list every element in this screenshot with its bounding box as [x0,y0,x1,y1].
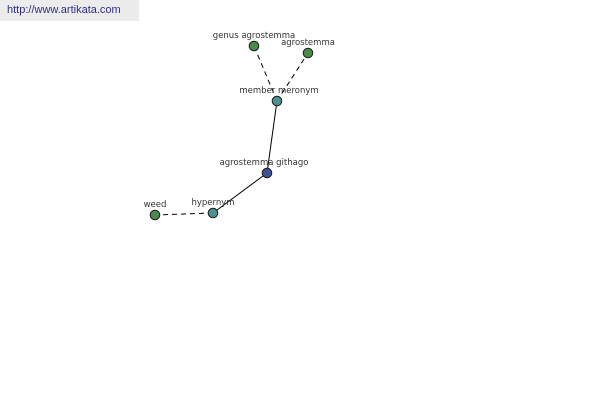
site-url-banner[interactable]: http://www.artikata.com [0,0,139,21]
edge-member-meronym-genus-agrostemma [253,45,278,102]
edge-center-hypernym [212,172,268,214]
graph-edges [154,45,309,216]
label-agrostemma-githago[interactable]: agrostemma githago [220,158,309,168]
node-genus-agrostemma[interactable] [248,40,260,52]
edge-center-member-meronym [266,100,278,174]
node-agrostemma[interactable] [302,47,314,59]
node-hypernym[interactable] [207,207,219,219]
graph-nodes: genus agrostemma agrostemma member meron… [144,31,335,221]
node-member-meronym[interactable] [271,95,283,107]
edge-member-meronym-agrostemma [276,52,309,102]
label-member-meronym[interactable]: member meronym [239,86,318,96]
node-weed[interactable] [149,209,161,221]
label-genus-agrostemma[interactable]: genus agrostemma [213,31,295,41]
label-hypernym[interactable]: hypernym [191,198,234,208]
label-agrostemma[interactable]: agrostemma [281,38,335,48]
edge-hypernym-weed [154,212,214,216]
node-agrostemma-githago[interactable] [261,167,273,179]
label-weed[interactable]: weed [144,200,167,210]
